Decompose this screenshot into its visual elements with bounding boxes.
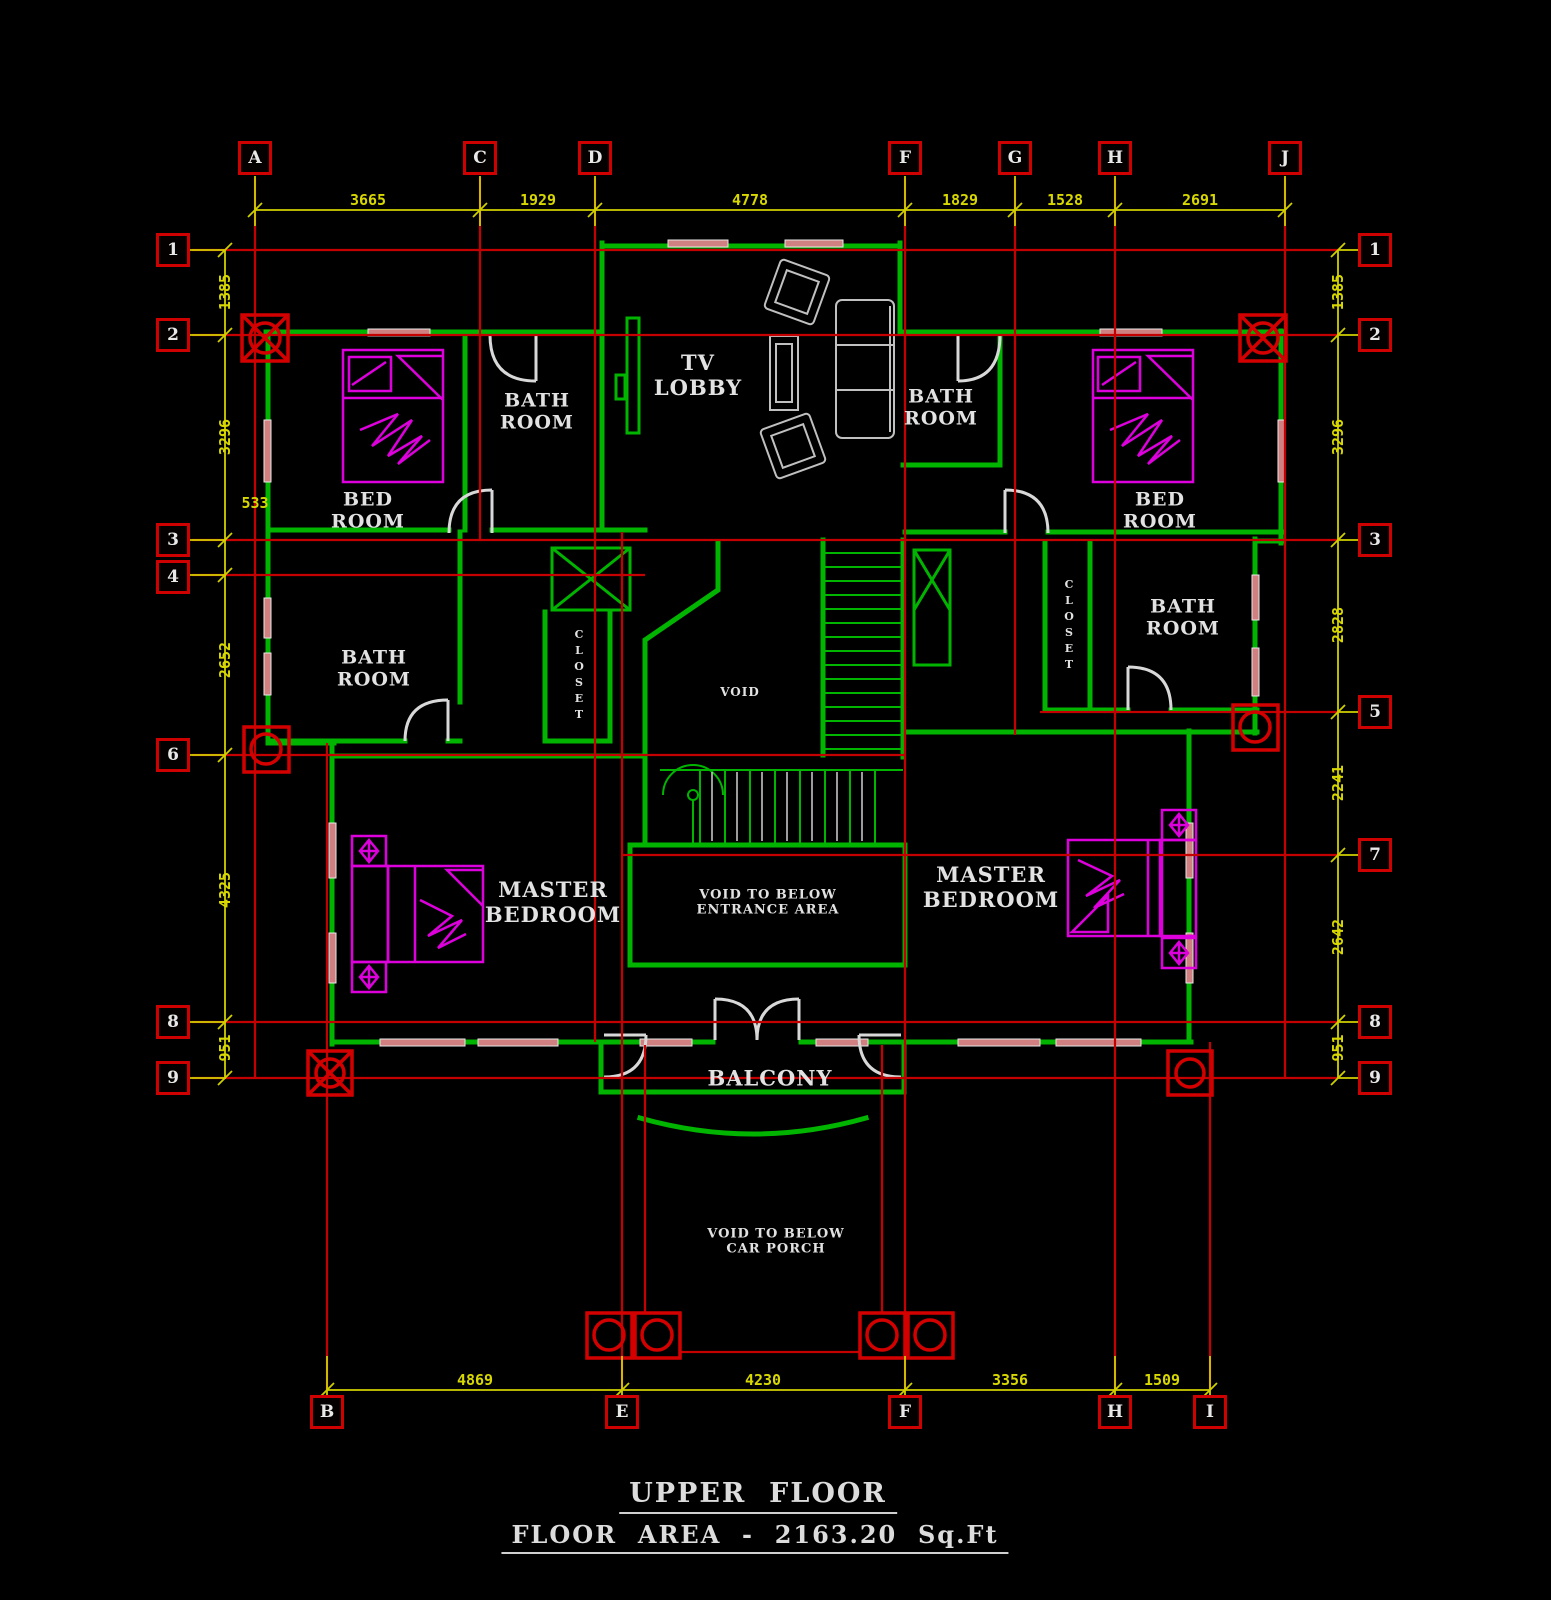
room-label-closet-left: CLOSET: [572, 628, 586, 724]
room-label-bed-right: BED ROOM: [1123, 488, 1197, 533]
room-label-master-left: MASTER BEDROOM: [484, 877, 622, 927]
grid-bubble-right-5: 5: [1358, 695, 1392, 729]
grid-bubble-top-f: F: [888, 141, 922, 175]
dim-top-4: 1829: [941, 191, 979, 209]
shaft-box: [550, 546, 952, 667]
dim-left-3: 533: [241, 494, 269, 512]
grid-bubble-top-d: D: [578, 141, 612, 175]
dim-top-2: 1929: [519, 191, 557, 209]
doors: [403, 334, 1173, 1079]
tv-lobby-furniture: [759, 258, 895, 480]
grid-bubble-bottom-e: E: [605, 1395, 639, 1429]
room-label-closet-right: CLOSET: [1062, 578, 1076, 674]
dimension-lines: [190, 176, 1360, 1398]
dim-left-5: 4325: [216, 871, 234, 909]
grid-bubble-left-2: 2: [156, 318, 190, 352]
grid-bubble-left-9: 9: [156, 1061, 190, 1095]
grid-bubble-left-1: 1: [156, 233, 190, 267]
dim-left-2: 3296: [216, 418, 234, 456]
grid-bubble-top-j: J: [1268, 141, 1302, 175]
room-label-bath-right-top: BATH ROOM: [904, 385, 978, 430]
dim-left-1: 1385: [216, 273, 234, 311]
grid-bubble-left-4: 4: [156, 560, 190, 594]
room-label-void-carporch: VOID TO BELOW CAR PORCH: [707, 1226, 845, 1257]
dim-top-3: 4778: [731, 191, 769, 209]
dim-right-5: 2642: [1329, 918, 1347, 956]
grid-bubble-left-3: 3: [156, 523, 190, 557]
dim-bottom-3: 3356: [991, 1371, 1029, 1389]
grid-bubble-top-a: A: [238, 141, 272, 175]
grid-bubble-right-7: 7: [1358, 838, 1392, 872]
stairs: [660, 552, 903, 843]
dim-left-6: 951: [216, 1034, 234, 1062]
grid-bubble-top-g: G: [998, 141, 1032, 175]
grid-bubble-bottom-f: F: [888, 1395, 922, 1429]
drawing-subtitle-floor-area: FLOOR AREA - 2163.20 Sq.Ft: [501, 1520, 1009, 1554]
grid-bubble-right-8: 8: [1358, 1005, 1392, 1039]
dim-right-3: 2828: [1329, 606, 1347, 644]
room-label-bath-left-mid: BATH ROOM: [337, 646, 411, 691]
dim-right-6: 951: [1329, 1034, 1347, 1062]
dim-top-5: 1528: [1046, 191, 1084, 209]
grid-bubble-bottom-h: H: [1098, 1395, 1132, 1429]
dim-right-4: 2241: [1329, 764, 1347, 802]
stair-balusters: [711, 772, 863, 841]
dim-top-6: 2691: [1181, 191, 1219, 209]
room-label-bath-left-top: BATH ROOM: [500, 389, 574, 434]
dim-bottom-2: 4230: [744, 1371, 782, 1389]
grid-bubble-top-c: C: [463, 141, 497, 175]
column-blocks: [240, 313, 1288, 1360]
windows: [263, 239, 1286, 1047]
dim-right-1: 1385: [1329, 273, 1347, 311]
grid-bubble-right-9: 9: [1358, 1061, 1392, 1095]
dim-right-2: 3296: [1329, 418, 1347, 456]
room-label-balcony: BALCONY: [707, 1065, 833, 1091]
grid-bubble-left-8: 8: [156, 1005, 190, 1039]
room-label-bed-left: BED ROOM: [331, 488, 405, 533]
grid-bubble-left-6: 6: [156, 738, 190, 772]
room-label-master-right: MASTER BEDROOM: [922, 862, 1060, 912]
grid-lines: [192, 178, 1338, 1390]
room-label-void: VOID: [720, 684, 760, 699]
dim-bottom-1: 4869: [456, 1371, 494, 1389]
dim-bottom-4: 1509: [1143, 1371, 1181, 1389]
dim-left-4: 2652: [216, 641, 234, 679]
grid-bubble-top-h: H: [1098, 141, 1132, 175]
dim-top-1: 3665: [349, 191, 387, 209]
grid-bubble-right-3: 3: [1358, 523, 1392, 557]
tv-unit: [614, 316, 641, 435]
room-label-tv-lobby: TV LOBBY: [653, 350, 743, 400]
room-label-void-entrance: VOID TO BELOW ENTRANCE AREA: [696, 887, 840, 918]
grid-bubble-right-1: 1: [1358, 233, 1392, 267]
grid-bubble-bottom-i: I: [1193, 1395, 1227, 1429]
grid-bubble-right-2: 2: [1358, 318, 1392, 352]
drawing-title: UPPER FLOOR: [619, 1478, 897, 1514]
room-label-bath-right-mid: BATH ROOM: [1146, 595, 1220, 640]
grid-bubble-bottom-b: B: [310, 1395, 344, 1429]
